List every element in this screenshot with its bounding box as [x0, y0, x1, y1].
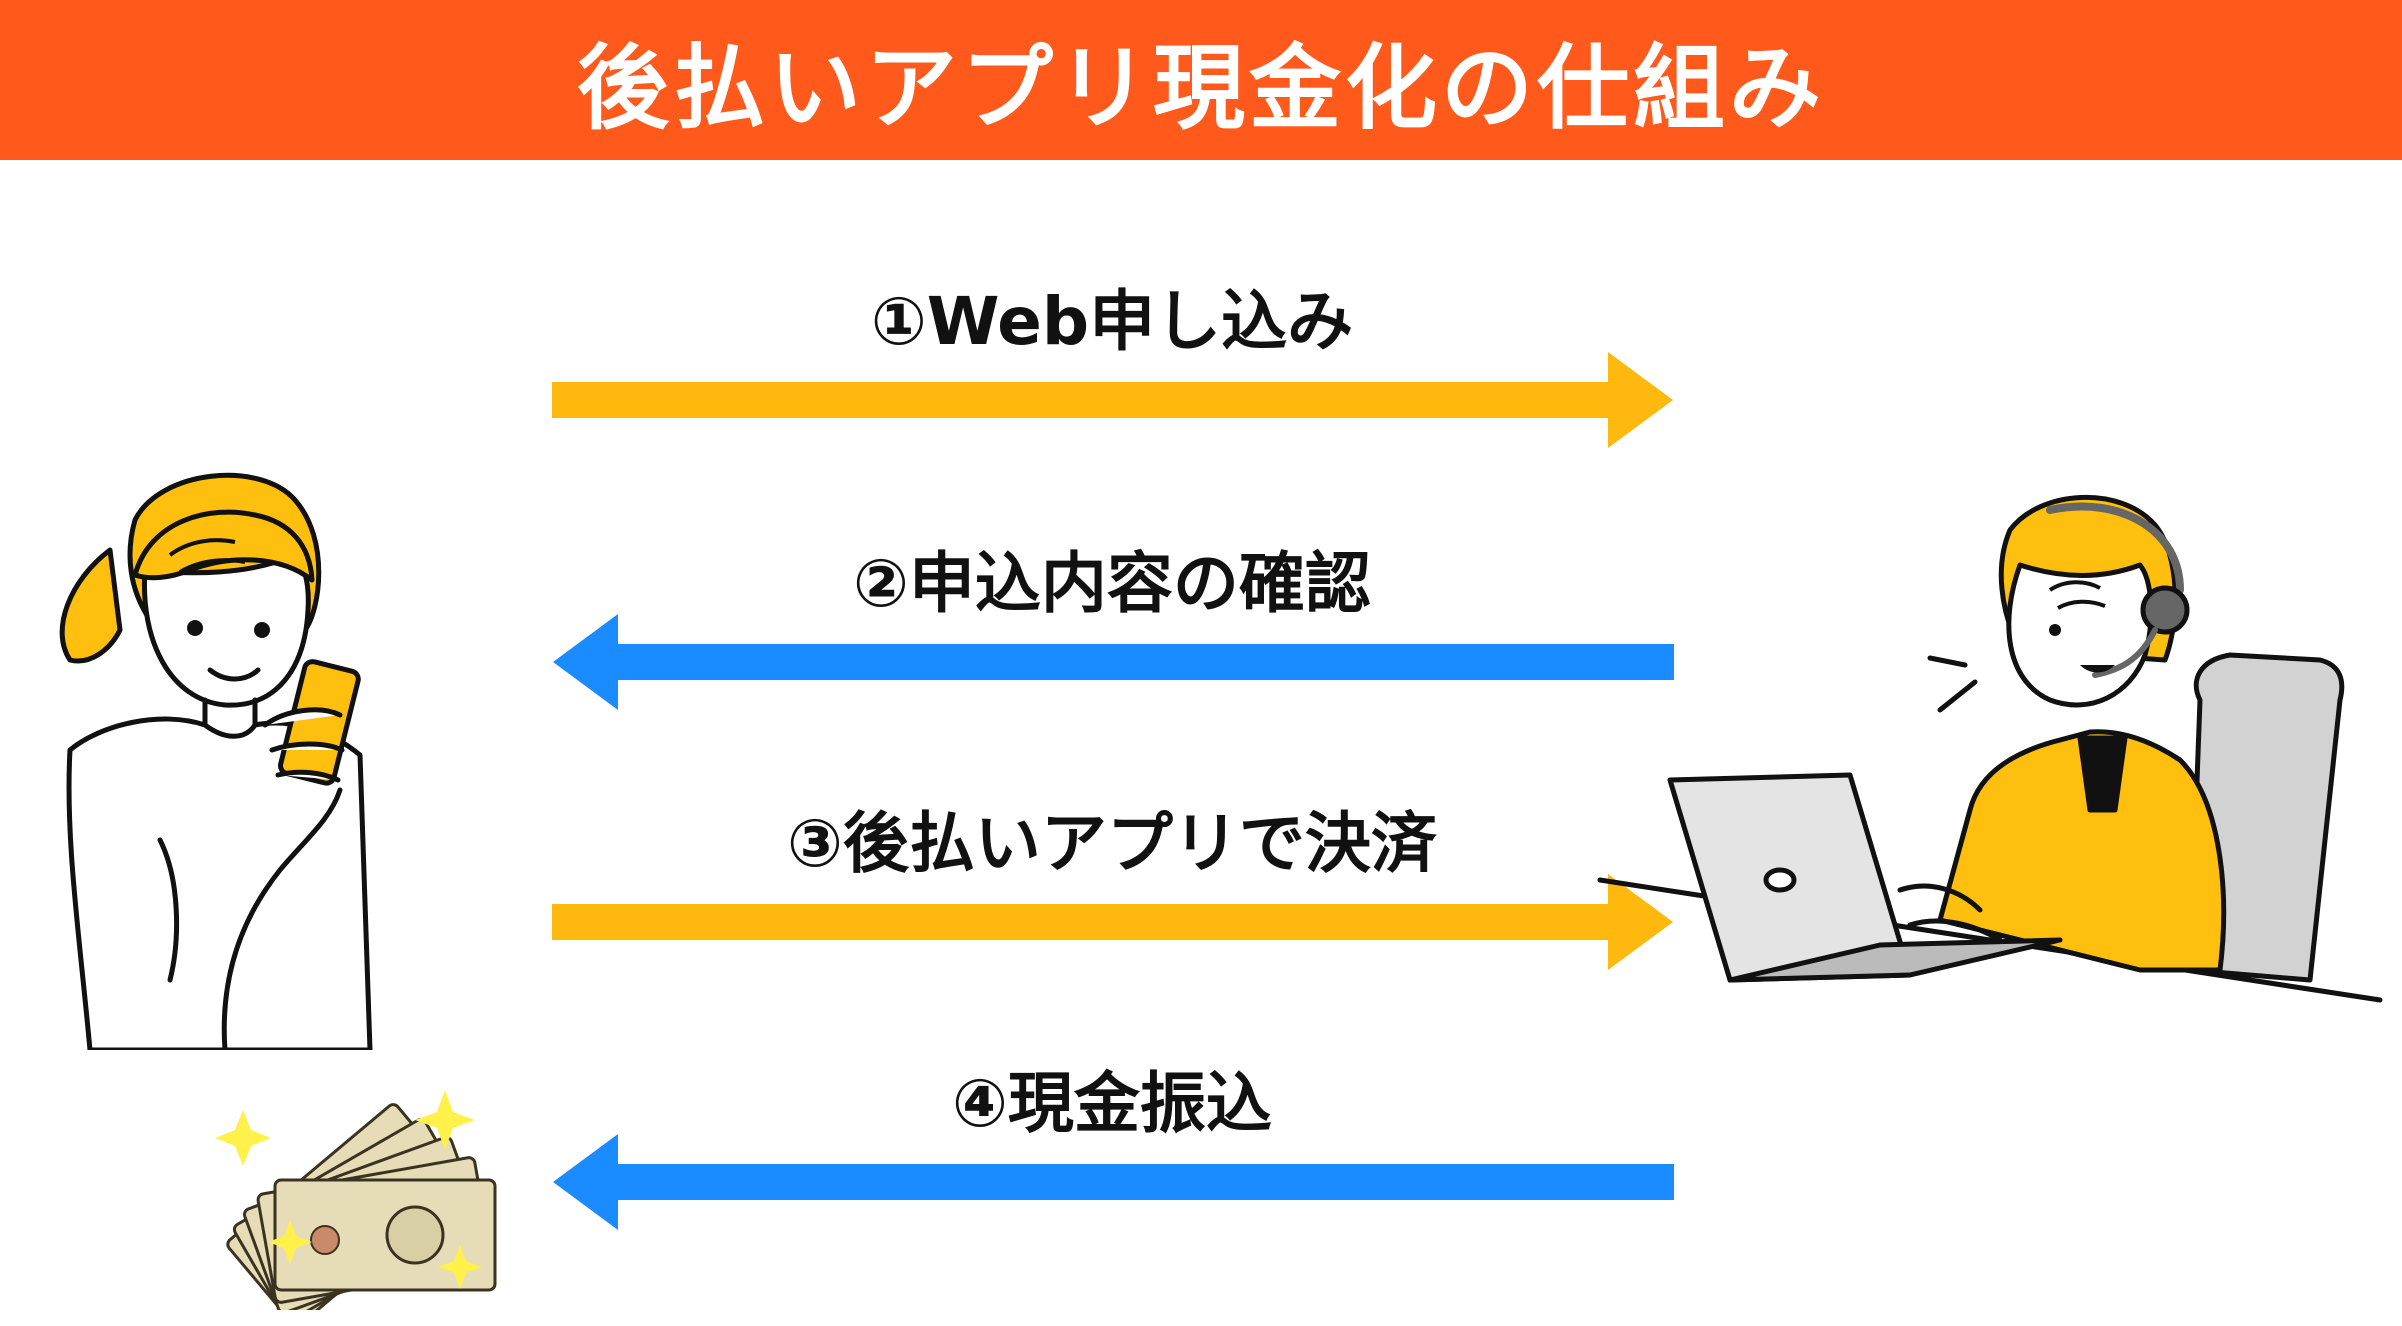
step-1-arrow-right	[552, 352, 1673, 448]
step-2-label: ②申込内容の確認	[853, 545, 1371, 622]
step-4-arrow-left	[553, 1134, 1674, 1230]
step-1-label: ①Web申し込み	[870, 283, 1354, 360]
operator-with-headset-laptop-illustration	[1597, 495, 2383, 1003]
step-3-arrow-right	[552, 874, 1673, 970]
step-2-arrow-left	[553, 614, 1674, 710]
step-3-label: ③後払いアプリで決済	[787, 805, 1437, 882]
title-banner: 後払いアプリ現金化の仕組み	[0, 0, 2402, 160]
yen-banknotes-sparkle-illustration	[215, 1090, 497, 1310]
page-title: 後払いアプリ現金化の仕組み	[576, 34, 1825, 142]
step-4-label: ④現金振込	[952, 1065, 1272, 1142]
woman-with-smartphone-illustration	[59, 472, 373, 1050]
